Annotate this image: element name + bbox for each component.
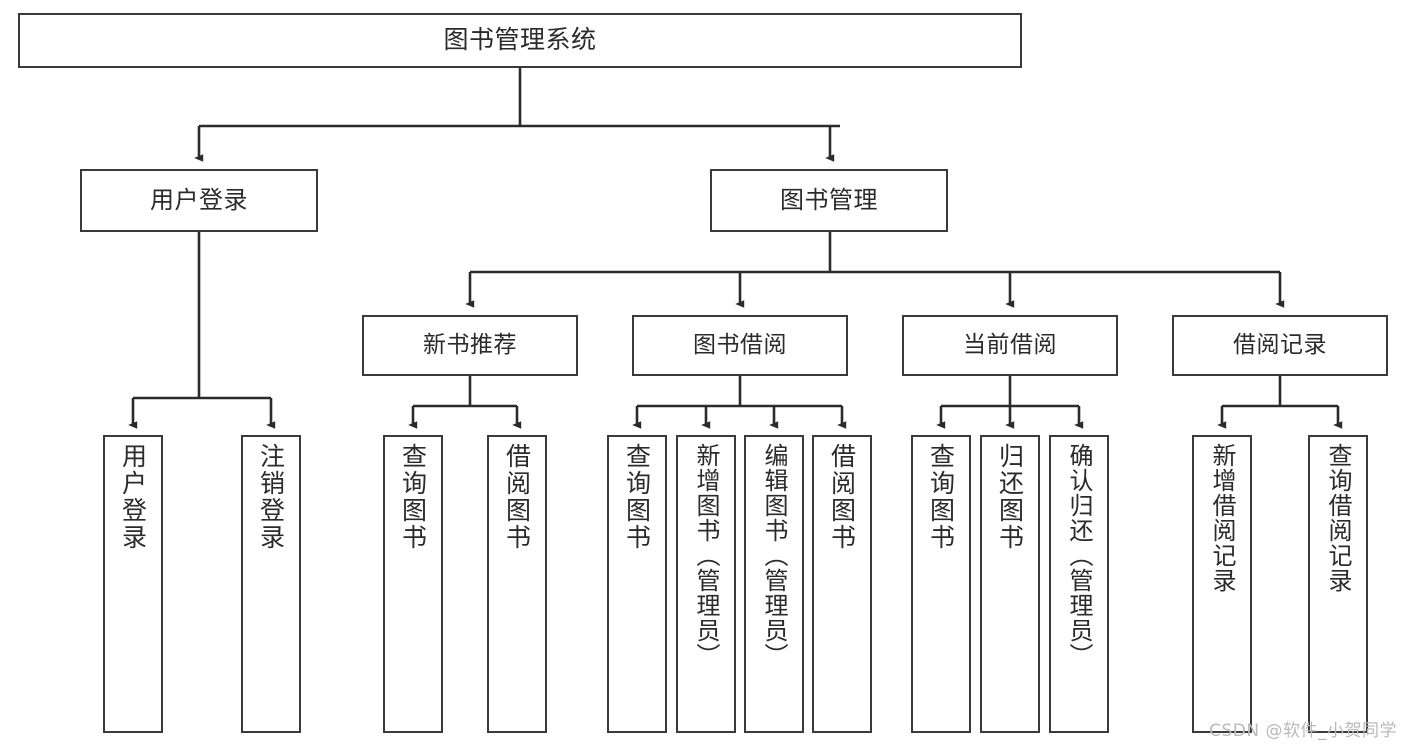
leaf-query-borrow-record[interactable]: 查询借阅记录 (1308, 435, 1368, 733)
node-label: 当前借阅 (963, 332, 1057, 359)
node-user-login[interactable]: 用户登录 (80, 169, 318, 232)
node-label: 查询借阅记录 (1324, 443, 1352, 593)
node-label: 新增借阅记录 (1208, 443, 1236, 593)
node-label: 注销登录 (256, 443, 286, 551)
leaf-borrow-book[interactable]: 借阅图书 (812, 435, 872, 733)
node-label: 查询图书 (926, 443, 956, 551)
node-borrowing-record[interactable]: 借阅记录 (1172, 315, 1388, 376)
node-label: 查询图书 (622, 443, 652, 551)
leaf-confirm-return-admin[interactable]: 确认归还（管理员） (1049, 435, 1109, 733)
leaf-add-borrow-record[interactable]: 新增借阅记录 (1192, 435, 1252, 733)
node-label: 归还图书 (995, 443, 1025, 551)
node-label: 编辑图书（管理员） (760, 443, 788, 668)
node-label: 用户登录 (118, 443, 148, 551)
node-new-book-recommendation[interactable]: 新书推荐 (362, 315, 578, 376)
node-label: 借阅记录 (1233, 332, 1327, 359)
node-label: 查询图书 (398, 443, 428, 551)
node-book-borrowing[interactable]: 图书借阅 (632, 315, 848, 376)
leaf-query-book-current[interactable]: 查询图书 (911, 435, 971, 733)
leaf-borrow-book-recommend[interactable]: 借阅图书 (487, 435, 547, 733)
node-label: 图书借阅 (693, 332, 787, 359)
leaf-query-book-recommend[interactable]: 查询图书 (383, 435, 443, 733)
node-book-management[interactable]: 图书管理 (710, 169, 948, 232)
node-label: 新书推荐 (423, 332, 517, 359)
leaf-logout[interactable]: 注销登录 (241, 435, 301, 733)
node-root-book-management-system[interactable]: 图书管理系统 (18, 13, 1022, 68)
node-label: 新增图书（管理员） (692, 443, 720, 668)
leaf-user-login[interactable]: 用户登录 (103, 435, 163, 733)
leaf-edit-book-admin[interactable]: 编辑图书（管理员） (744, 435, 804, 733)
leaf-query-book-borrow[interactable]: 查询图书 (607, 435, 667, 733)
leaf-add-book-admin[interactable]: 新增图书（管理员） (676, 435, 736, 733)
node-label: 图书管理 (780, 185, 878, 214)
node-label: 借阅图书 (502, 443, 532, 551)
leaf-return-book[interactable]: 归还图书 (980, 435, 1040, 733)
node-label: 图书管理系统 (443, 25, 597, 55)
node-label: 借阅图书 (827, 443, 857, 551)
node-label: 确认归还（管理员） (1065, 443, 1093, 668)
node-label: 用户登录 (150, 185, 248, 214)
node-current-borrowing[interactable]: 当前借阅 (902, 315, 1118, 376)
csdn-watermark: CSDN @软件_小贺同学 (1209, 721, 1397, 741)
